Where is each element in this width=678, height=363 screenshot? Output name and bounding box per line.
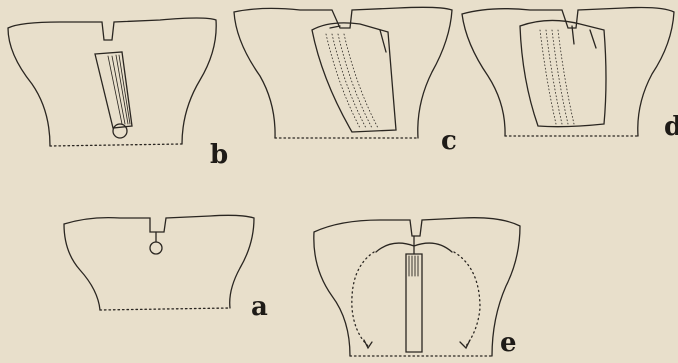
figure-a-outline (64, 215, 254, 310)
figure-d-pouch (520, 20, 606, 126)
figure-a-base-dotted (100, 308, 230, 310)
figure-e (314, 218, 520, 356)
figure-a (64, 215, 254, 310)
figure-b-bulb (113, 124, 127, 138)
figure-d-pouch-fold (572, 26, 596, 48)
figure-a-bulb (150, 242, 162, 254)
figure-e-stalk-branches (376, 236, 452, 254)
figure-d-outline (462, 8, 674, 137)
figure-c-label: c (441, 128, 457, 154)
figure-c (234, 7, 452, 138)
figure-e-rod-top-hatching (409, 256, 418, 276)
figure-c-pouch (312, 23, 396, 132)
figure-e-arrow-right (460, 340, 470, 348)
figure-a-label: a (251, 294, 268, 320)
figure-b (8, 18, 216, 146)
figure-e-arrow-left (364, 340, 372, 348)
figure-b-base-dotted (50, 144, 182, 146)
figure-c-pouch-stipple (326, 34, 378, 128)
figure-e-rod (406, 254, 422, 352)
figure-b-label: b (210, 142, 228, 168)
figure-e-arc-dotted (352, 252, 480, 346)
figure-e-label: e (500, 330, 517, 356)
figure-d-pouch-stipple (540, 30, 574, 124)
figure-d (462, 8, 674, 137)
figure-c-outline (234, 7, 452, 138)
figure-c-pouch-fold (330, 26, 386, 52)
figure-d-label: d (664, 114, 678, 140)
figure-e-outline (314, 218, 520, 356)
